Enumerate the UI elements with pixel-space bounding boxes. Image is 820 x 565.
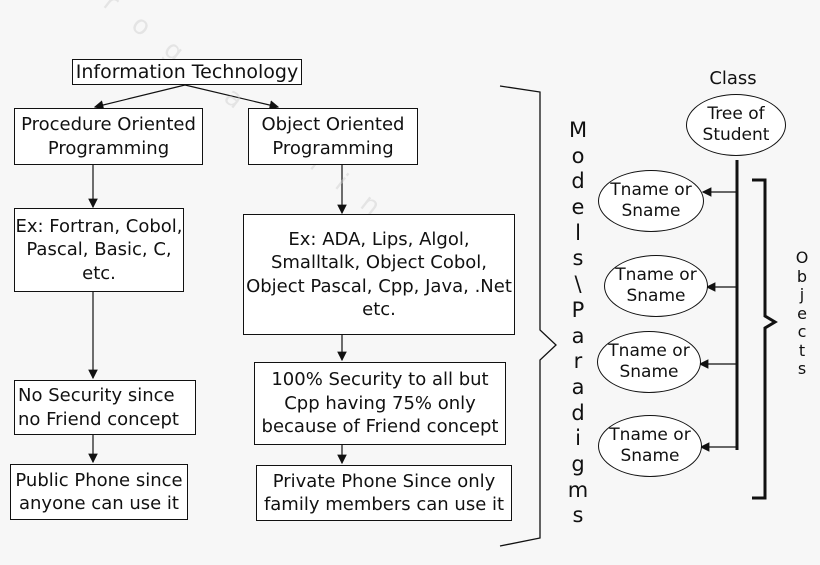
information-technology-box: Information Technology	[72, 59, 302, 85]
procedure-phone-text: Public Phone since anyone can use it	[15, 469, 183, 514]
procedure-security-text: No Security since no Friend concept	[18, 385, 179, 430]
object-examples-box: Ex: ADA, Lips, Algol, Smalltalk, Object …	[243, 214, 515, 335]
vertical-letter: a	[571, 323, 585, 348]
paradigms-bracket	[499, 85, 557, 547]
procedure-phone-box: Public Phone since anyone can use it	[10, 464, 188, 520]
object-security-text: 100% Security to all but Cpp having 75% …	[261, 369, 499, 438]
vertical-letter: s	[797, 359, 807, 378]
object-node-3: Tname or Sname	[597, 331, 701, 393]
vertical-letter: j	[799, 285, 805, 304]
object-node-4: Tname or Sname	[598, 415, 702, 477]
vertical-letter: r	[573, 349, 583, 374]
class-node-label: Tree of Student	[702, 103, 770, 145]
class-node-tree-of-student: Tree of Student	[686, 94, 786, 156]
object-node-2: Tname or Sname	[604, 255, 708, 317]
vertical-letter: g	[571, 451, 585, 476]
information-technology-label: Information Technology	[75, 60, 299, 83]
vertical-letter: b	[796, 266, 808, 286]
vertical-letter: i	[575, 426, 581, 451]
vertical-letter: a	[571, 374, 585, 399]
arrow-it-to-object	[184, 84, 280, 110]
class-label: Class	[709, 68, 757, 89]
procedure-examples-text: Ex: Fortran, Cobol, Pascal, Basic, C, et…	[15, 215, 183, 284]
procedure-security-box: No Security since no Friend concept	[14, 380, 196, 435]
vertical-letter: d	[571, 400, 585, 425]
vertical-letter: P	[571, 297, 585, 322]
vertical-letter: o	[571, 143, 585, 168]
vertical-letter: s	[572, 503, 584, 528]
arrow-it-to-procedure	[93, 84, 186, 110]
object-node-1: Tname or Sname	[598, 170, 704, 232]
object-node-3-label: Tname or Sname	[608, 340, 690, 382]
vertical-letter: c	[797, 322, 807, 341]
objects-bracket	[752, 178, 778, 500]
vertical-letter: t	[798, 340, 806, 360]
vertical-letter: e	[797, 303, 807, 323]
object-oriented-label: Object Oriented Programming	[261, 114, 405, 159]
vertical-letter: l	[575, 220, 581, 245]
vertical-letter: M	[568, 118, 588, 142]
vertical-letter: \	[574, 272, 582, 297]
object-node-2-label: Tname or Sname	[615, 264, 697, 306]
procedure-oriented-label: Procedure Oriented Programming	[21, 114, 196, 159]
object-security-box: 100% Security to all but Cpp having 75% …	[254, 362, 506, 445]
procedure-examples-box: Ex: Fortran, Cobol, Pascal, Basic, C, et…	[14, 208, 184, 292]
vertical-letter: e	[571, 195, 585, 220]
object-phone-text: Private Phone Since only family members …	[263, 470, 505, 515]
vertical-letter: s	[572, 246, 584, 271]
object-oriented-box: Object Oriented Programming	[248, 108, 418, 165]
vertical-letter: d	[571, 169, 585, 194]
object-phone-box: Private Phone Since only family members …	[256, 465, 512, 521]
object-node-1-label: Tname or Sname	[610, 179, 692, 221]
vertical-letter: m	[567, 477, 589, 502]
object-examples-text: Ex: ADA, Lips, Algol, Smalltalk, Object …	[246, 228, 512, 320]
vertical-letter: O	[795, 248, 809, 267]
procedure-oriented-box: Procedure Oriented Programming	[14, 108, 203, 165]
object-node-4-label: Tname or Sname	[609, 424, 691, 466]
